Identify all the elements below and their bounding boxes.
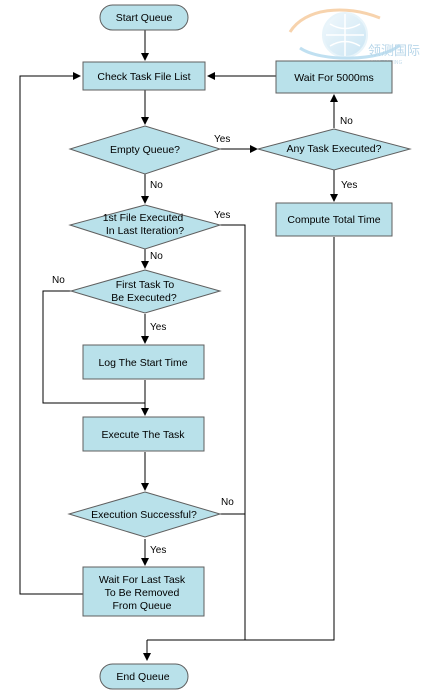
edge-label-first-file-yes: Yes	[214, 210, 230, 221]
log-start-time-label: Log The Start Time	[98, 357, 187, 369]
node-log-start-time: Log The Start Time	[82, 344, 205, 380]
edge-label-first-task-yes: Yes	[150, 322, 166, 333]
wait-last-task-label-1: Wait For Last Task	[99, 574, 186, 586]
watermark-text: 领测国际	[368, 44, 420, 59]
node-wait-5000ms: Wait For 5000ms	[275, 60, 393, 94]
compute-total-time-label: Compute Total Time	[287, 214, 380, 226]
node-wait-last-task: Wait For Last Task To Be Removed From Qu…	[82, 566, 205, 617]
edge-label-exec-yes: Yes	[150, 545, 166, 556]
wait-5000ms-label: Wait For 5000ms	[294, 72, 374, 84]
node-end-queue: End Queue	[99, 663, 189, 690]
first-file-executed-label-2: In Last Iteration?	[106, 225, 184, 237]
node-execute-task: Execute The Task	[82, 416, 205, 452]
first-task-label-1: First Task To	[116, 279, 175, 291]
first-task-label-2: Be Executed?	[111, 292, 177, 304]
wait-last-task-label-2: To Be Removed	[105, 587, 180, 599]
node-execution-successful: Execution Successful?	[67, 491, 222, 538]
start-queue-label: Start Queue	[116, 12, 173, 24]
node-check-task-file-list: Check Task File List	[82, 61, 206, 91]
wait-last-task-label-3: From Queue	[113, 600, 172, 612]
empty-queue-label: Empty Queue?	[110, 144, 180, 156]
edge-label-empty-yes: Yes	[214, 134, 230, 145]
node-compute-total-time: Compute Total Time	[275, 202, 393, 237]
node-first-task: First Task To Be Executed?	[69, 269, 222, 314]
node-empty-queue: Empty Queue?	[68, 125, 222, 175]
any-task-executed-label: Any Task Executed?	[287, 143, 382, 155]
edge-label-any-yes: Yes	[341, 180, 357, 191]
edge-label-any-no: No	[340, 116, 353, 127]
check-task-file-list-label: Check Task File List	[97, 71, 190, 83]
first-file-executed-label-1: 1st File Executed	[103, 212, 184, 224]
edge-label-exec-no: No	[221, 497, 234, 508]
connectors	[19, 30, 338, 661]
node-first-file-executed: 1st File Executed In Last Iteration?	[68, 204, 222, 250]
edge-label-first-file-no: No	[150, 251, 163, 262]
node-any-task-executed: Any Task Executed?	[256, 128, 412, 171]
end-queue-label: End Queue	[116, 671, 169, 683]
edge-label-first-task-no: No	[52, 275, 65, 286]
execute-task-label: Execute The Task	[101, 429, 185, 441]
execution-successful-label: Execution Successful?	[91, 509, 197, 521]
node-start-queue: Start Queue	[99, 4, 189, 31]
edge-label-empty-no: No	[150, 180, 163, 191]
watermark-logo: 领测国际 LINKTESTING	[288, 8, 420, 66]
